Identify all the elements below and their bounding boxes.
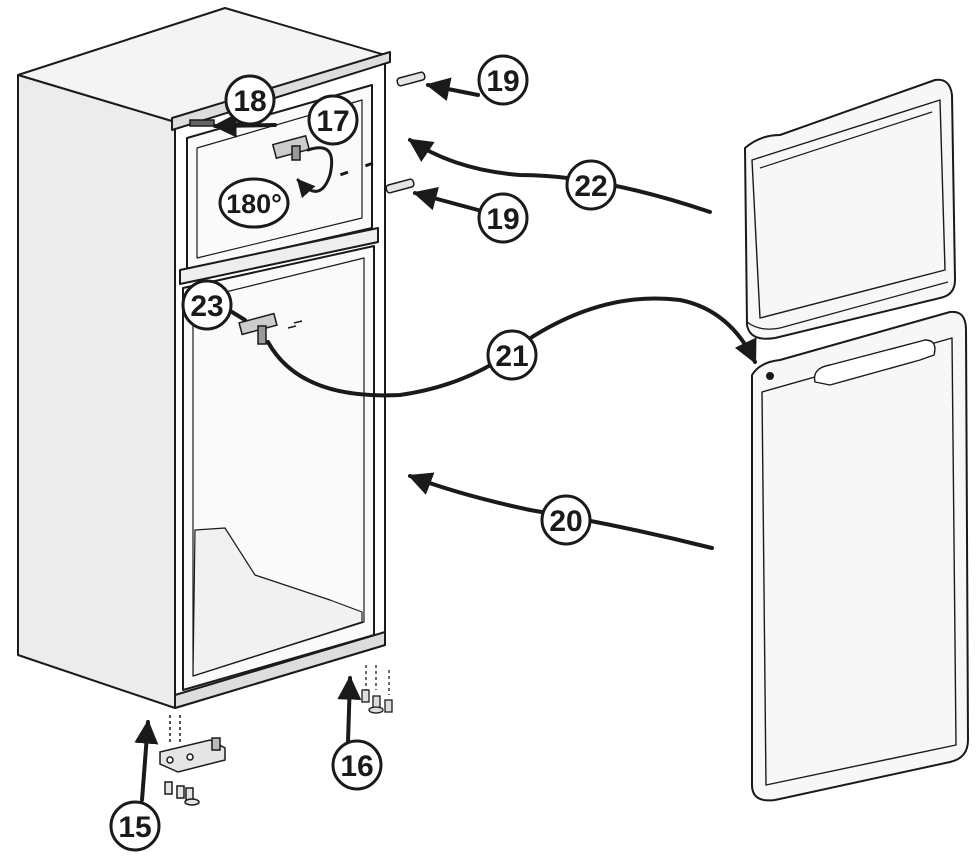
callout-18: 18 — [224, 74, 276, 126]
screws-right — [361, 665, 393, 714]
fridge-door — [751, 310, 969, 802]
cabinet-base — [174, 631, 386, 709]
svg-text:15: 15 — [118, 811, 151, 844]
middle-hinge-part — [238, 312, 303, 345]
arrow-22 — [408, 138, 712, 214]
svg-text:18: 18 — [233, 85, 266, 118]
svg-text:180°: 180° — [226, 189, 282, 219]
callout-19-bottom: 19 — [477, 192, 529, 244]
arrow-20 — [407, 472, 714, 550]
callout-17: 17 — [307, 94, 359, 146]
compartment-divider — [179, 227, 379, 285]
callout-180: 180° — [218, 177, 290, 229]
callouts: 18 17 180° 19 19 22 23 21 — [109, 54, 617, 852]
callout-20: 20 — [540, 494, 592, 546]
svg-text:20: 20 — [549, 505, 582, 538]
pin-middle — [385, 178, 415, 194]
callout-15: 15 — [109, 800, 161, 852]
svg-text:19: 19 — [486, 65, 519, 98]
svg-text:21: 21 — [495, 340, 528, 373]
arrow-19-bottom — [412, 187, 480, 212]
svg-text:16: 16 — [340, 750, 373, 783]
bottom-hinge-bracket — [159, 715, 226, 806]
freezer-inner — [196, 99, 363, 259]
crisper-shape — [192, 527, 363, 677]
callout-21: 21 — [486, 329, 538, 381]
top-hinge-part — [189, 119, 311, 161]
rotation-arrow-17 — [296, 146, 334, 199]
freezer-door — [744, 78, 956, 340]
svg-text:23: 23 — [190, 290, 223, 323]
svg-text:19: 19 — [486, 203, 519, 236]
arrow-23 — [230, 310, 247, 322]
door-pins — [385, 71, 426, 194]
hinge-holes — [339, 161, 374, 177]
callout-16: 16 — [331, 739, 383, 791]
arrow-15 — [134, 719, 159, 802]
svg-text:17: 17 — [316, 105, 349, 138]
svg-text:22: 22 — [574, 170, 607, 203]
arrow-19-top — [425, 77, 480, 102]
pin-top — [396, 71, 426, 87]
top-hinge-cover — [171, 51, 391, 131]
fridge-inner — [192, 257, 365, 677]
cabinet-side — [17, 74, 176, 709]
arrow-18 — [212, 113, 277, 138]
callout-22: 22 — [565, 159, 617, 211]
arrow-16 — [337, 675, 362, 744]
callout-23: 23 — [181, 279, 233, 331]
callout-19-top: 19 — [477, 54, 529, 106]
